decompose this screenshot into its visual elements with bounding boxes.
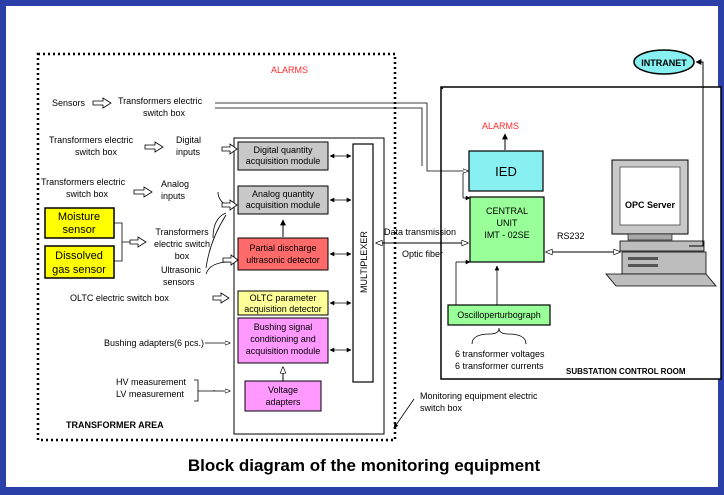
bs-line1: Bushing signal [254, 322, 313, 332]
mesb-pointer [393, 398, 415, 429]
intranet-label: INTRANET [641, 58, 687, 68]
oscilloperturbograph-box [447, 304, 551, 326]
moisture-line1: Moisture [58, 211, 100, 223]
analog-inputs-line1: Analog [161, 179, 189, 189]
hollow-arrow [221, 199, 238, 211]
tc-label: 6 transformer currents [455, 361, 544, 371]
hollow-arrow [133, 186, 153, 198]
dissolved-gas-sensor-box [44, 245, 115, 279]
hollow-arrow [222, 254, 239, 266]
sensors-to-ied-line [215, 102, 468, 171]
pd-line1: Partial discharge [249, 243, 316, 253]
alarms-top-label: ALARMS [271, 65, 308, 75]
control-room-label: SUBSTATION CONTROL ROOM [566, 367, 686, 376]
tv-label: 6 transformer voltages [455, 349, 545, 359]
central-unit-box [469, 196, 545, 263]
alarms-ied-label: ALARMS [482, 121, 519, 131]
tesb-b-line2: switch box [75, 147, 118, 157]
hollow-arrow [129, 236, 147, 248]
diagram-caption: Block diagram of the monitoring equipmen… [188, 456, 541, 475]
digital-inputs-line1: Digital [176, 135, 201, 145]
bushing-signal-module [237, 317, 329, 364]
mesb-line2: switch box [420, 403, 463, 413]
lv-label: LV measurement [116, 389, 184, 399]
ultrasonic-line2: sensors [163, 277, 195, 287]
moisture-line2: sensor [62, 224, 95, 236]
multiplexer [352, 143, 374, 383]
va-line2: adapters [265, 397, 301, 407]
module-multiplexer-links [329, 153, 352, 353]
oltc-parameter-detector [237, 290, 329, 316]
cu-line1: CENTRAL [486, 206, 528, 216]
dissolved-line1: Dissolved [55, 250, 103, 262]
ultrasonic-curve [205, 261, 231, 275]
intranet-node [633, 49, 695, 75]
hv-label: HV measurement [116, 377, 187, 387]
moisture-sensor-box [44, 207, 115, 239]
tesb-d-line2: electric switch [154, 239, 210, 249]
dq-line2: acquisition module [246, 156, 321, 166]
multiplexer-label: MULTIPLEXER [359, 231, 369, 293]
sensors-to-ied-line-2 [215, 107, 423, 166]
dq-line1: Digital quantity [253, 145, 313, 155]
tesb-b-line1: Transformers electric [49, 135, 134, 145]
bs-line3: acquisition module [246, 346, 321, 356]
ied-box [468, 150, 544, 192]
hv-lv-bracket [194, 379, 215, 402]
tesb-c-line2: switch box [66, 189, 109, 199]
osc-brace [471, 327, 527, 345]
partial-discharge-detector [237, 237, 329, 271]
oltc-line2: acquisition detector [244, 304, 322, 314]
rs232-label: RS232 [557, 231, 585, 241]
hollow-arrow [221, 143, 238, 155]
osc-label: Oscilloperturbograph [457, 310, 541, 320]
cu-line3: IMT - 02SE [484, 230, 529, 240]
pd-line2: ultrasonic detector [246, 255, 320, 265]
digital-quantity-module [237, 141, 329, 171]
ied-label: IED [495, 164, 517, 179]
data-transmission-label: Data transmission [384, 227, 456, 237]
opc-server-label: OPC Server [625, 200, 676, 210]
tesb-d-line3: box [175, 251, 190, 261]
tesb-a-line2: switch box [143, 108, 186, 118]
analog-quantity-module [237, 185, 329, 215]
optic-fiber-label: Optic fiber [402, 249, 443, 259]
oltc-line1: OLTC parameter [250, 293, 317, 303]
sensors-label: Sensors [52, 98, 86, 108]
tesb-c-line1: Transformers electric [41, 177, 126, 187]
va-line1: Voltage [268, 385, 298, 395]
hollow-arrow [92, 97, 112, 109]
hollow-arrow [144, 141, 164, 153]
mesb-line1: Monitoring equipment electric [420, 391, 538, 401]
voltage-adapters-module [244, 380, 322, 412]
transformer-area-label: TRANSFORMER AREA [66, 420, 164, 430]
tesb-d-line1: Transformers [155, 227, 209, 237]
transformer-area-boundary [36, 52, 397, 442]
bs-line2: conditioning and [250, 334, 316, 344]
cu-line2: UNIT [497, 218, 518, 228]
aq-line2: acquisition module [246, 200, 321, 210]
sensor-merge-connector [114, 222, 130, 262]
oltc-switch-label: OLTC electric switch box [70, 293, 169, 303]
bushing-adapters-label: Bushing adapters(6 pcs.) [104, 338, 204, 348]
ultrasonic-line1: Ultrasonic [161, 265, 202, 275]
digital-inputs-line2: inputs [176, 147, 201, 157]
dissolved-line2: gas sensor [52, 264, 106, 276]
tesb-a-line1: Transformers electric [118, 96, 203, 106]
hollow-arrow [212, 292, 230, 304]
opc-server-computer [605, 159, 717, 287]
aq-line1: Analog quantity [252, 189, 315, 199]
computer-to-intranet [689, 59, 704, 247]
analog-inputs-line2: inputs [161, 191, 186, 201]
